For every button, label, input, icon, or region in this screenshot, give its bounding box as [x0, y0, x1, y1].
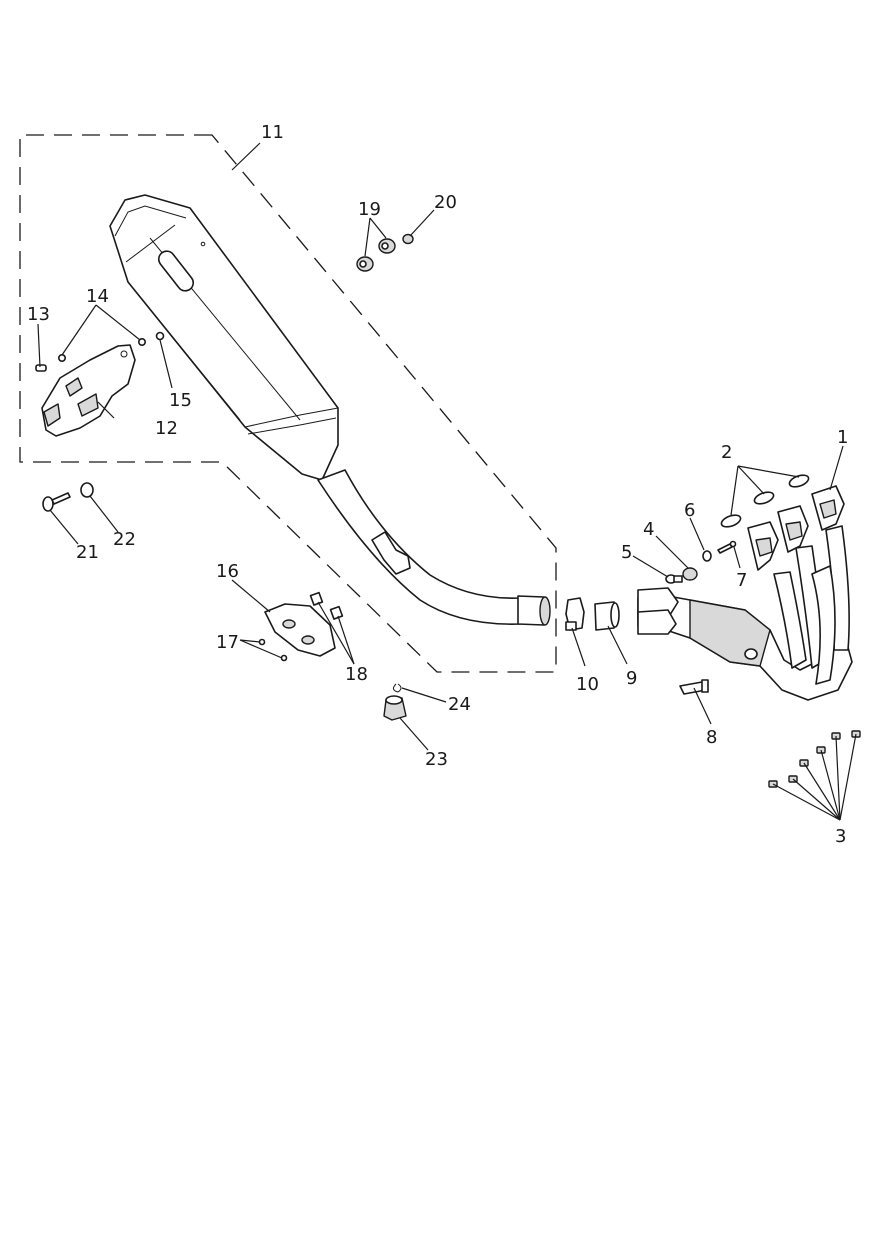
clip-18a — [309, 591, 324, 606]
callout-16: 16 — [216, 561, 239, 582]
callout-9: 9 — [626, 668, 637, 689]
callout-18: 18 — [345, 664, 368, 685]
callout-4: 4 — [643, 519, 654, 540]
callout-13: 13 — [27, 304, 50, 325]
bolt-21 — [42, 492, 71, 512]
callout-23: 23 — [425, 749, 448, 770]
bush-4 — [682, 567, 698, 581]
clamp-10 — [565, 597, 585, 631]
callout-14: 14 — [86, 286, 109, 307]
screw-13 — [35, 364, 47, 372]
callout-7: 7 — [736, 570, 747, 591]
clip-24 — [392, 683, 402, 693]
gaskets-2 — [720, 474, 810, 528]
nut-20 — [402, 233, 414, 245]
silencer — [109, 194, 551, 626]
header-assembly — [637, 485, 853, 701]
bolt-5 — [665, 574, 683, 584]
callout-6: 6 — [684, 500, 695, 521]
callout-3: 3 — [835, 826, 846, 847]
callout-15: 15 — [169, 390, 192, 411]
callout-8: 8 — [706, 727, 717, 748]
callout-20: 20 — [434, 192, 457, 213]
callout-22: 22 — [113, 529, 136, 550]
heat-shield-16 — [264, 603, 336, 657]
nut-15 — [155, 331, 165, 341]
leader-lines — [37, 142, 857, 821]
callout-11: 11 — [261, 122, 284, 143]
washer-6 — [702, 550, 712, 562]
screw-17a — [258, 638, 266, 646]
callout-19: 19 — [358, 199, 381, 220]
callout-5: 5 — [621, 542, 632, 563]
rubber-mounts-19 — [356, 238, 396, 272]
rubber-mount-23 — [383, 695, 407, 721]
sensor-8 — [679, 679, 709, 695]
silencer-heat-guard — [41, 344, 136, 437]
callout-1: 1 — [837, 427, 848, 448]
callout-10: 10 — [576, 674, 599, 695]
callout-2: 2 — [721, 442, 732, 463]
callout-21: 21 — [76, 542, 99, 563]
clip-18b — [329, 605, 344, 620]
callout-12: 12 — [155, 418, 178, 439]
sleeve-9 — [594, 601, 620, 631]
bolt-7 — [717, 540, 737, 554]
washer-22 — [80, 482, 94, 498]
washer-14b — [138, 337, 147, 346]
callout-labels: 1 2 3 4 5 6 7 8 9 10 11 12 13 14 15 16 1… — [27, 122, 848, 847]
screw-17b — [280, 654, 288, 662]
callout-17: 17 — [216, 632, 239, 653]
silencer-assembly-boundary — [19, 134, 557, 673]
callout-24: 24 — [448, 694, 471, 715]
washer-14a — [57, 353, 66, 362]
